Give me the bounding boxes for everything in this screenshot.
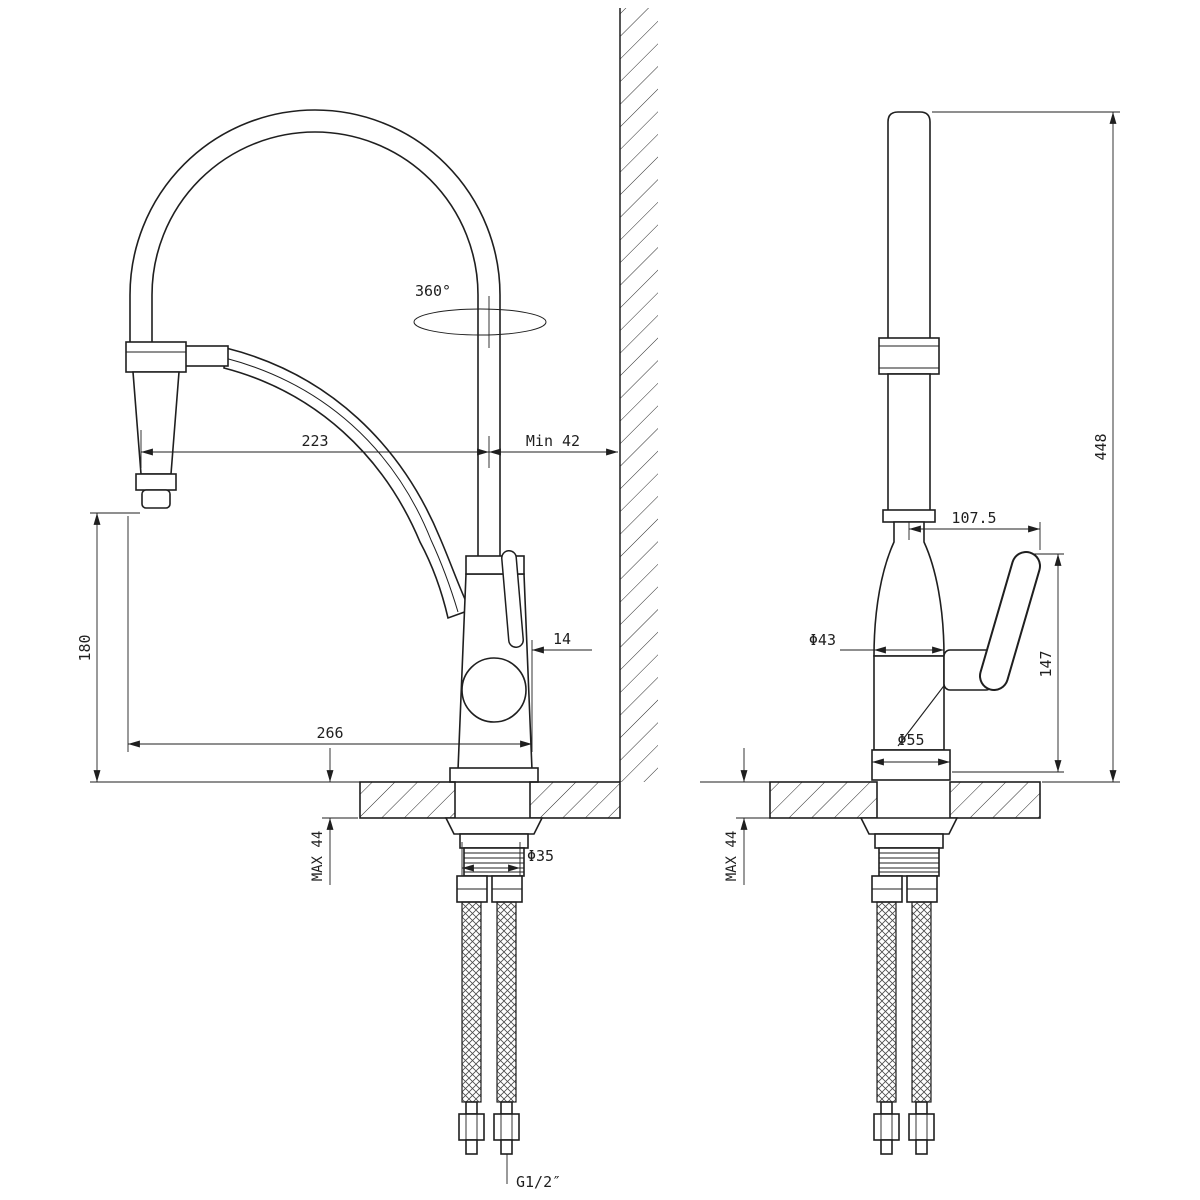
hose-end-nut	[458, 1113, 485, 1141]
handle-joint-sphere	[461, 657, 527, 723]
handle-reach-label: 107.5	[951, 509, 996, 527]
spout-lower-column	[887, 373, 931, 515]
rotation-label: 360°	[415, 282, 451, 300]
dimension-overall-height: 448	[932, 111, 1120, 783]
braided-hose	[496, 901, 517, 1103]
hose-neck	[465, 1101, 478, 1115]
body-cone	[873, 521, 945, 657]
body-offset-label: 14	[553, 630, 571, 648]
spray-head-nozzle	[135, 473, 177, 491]
base-flange-front	[871, 749, 951, 781]
dimension-spout-height: 180	[76, 512, 360, 783]
spray-head-collar	[125, 341, 187, 373]
dimension-min-wall: Min 42	[489, 432, 618, 456]
front-view	[769, 111, 1041, 1155]
dimension-spout-reach: 223	[140, 430, 490, 468]
hose-end-tip	[465, 1139, 478, 1155]
dimension-deck-max-side: MAX 44	[310, 748, 358, 885]
spout-reach-label: 223	[301, 432, 328, 450]
hose-end-tip	[915, 1139, 928, 1155]
spout-upper-column	[887, 111, 931, 351]
dimension-base-dia: Φ55	[872, 731, 950, 766]
braided-hose	[876, 901, 897, 1103]
spout-ring	[882, 509, 936, 523]
spout-collar	[878, 337, 940, 375]
front-under-counter	[859, 817, 959, 1155]
hose-end-nut	[908, 1113, 935, 1141]
handle-lever-front	[981, 553, 1039, 689]
mounting-washer	[874, 833, 944, 849]
hose-neck	[915, 1101, 928, 1115]
mounting-plate	[444, 817, 544, 835]
counter-slab-right	[949, 781, 1041, 819]
overall-height-label: 448	[1092, 433, 1110, 460]
deck-max-side-label: MAX 44	[310, 831, 326, 882]
overall-reach-label: 266	[316, 724, 343, 742]
hose-end-tip	[500, 1139, 513, 1155]
side-pullout-hose	[223, 346, 472, 620]
body-cylinder	[873, 655, 945, 751]
dimension-thread: G1/2″	[506, 1154, 561, 1191]
spray-head-body	[132, 371, 180, 475]
hose-end-tip	[880, 1139, 893, 1155]
hole-dia-label: Φ35	[527, 847, 554, 865]
braided-hose	[461, 901, 482, 1103]
spout-height-label: 180	[76, 634, 94, 661]
hose-neck	[880, 1101, 893, 1115]
front-body	[871, 521, 1041, 781]
dimensions: 360° 223 Min 42 180 14	[76, 111, 1120, 1191]
side-spout-arc	[129, 109, 501, 558]
dimension-body-offset: 14	[531, 630, 592, 752]
braided-hose	[911, 901, 932, 1103]
counter-slab-left	[769, 781, 878, 819]
spray-head-tip	[141, 489, 171, 509]
spray-head-bracket	[183, 345, 229, 367]
base-dia-label: Φ55	[897, 731, 924, 749]
counter-slab-left	[359, 781, 456, 819]
rotation-indicator	[413, 296, 547, 348]
dimension-body-dia: Φ43	[809, 631, 944, 654]
front-countertop	[769, 781, 1041, 819]
dimension-overall-reach: 266	[127, 516, 532, 752]
base-flange-side	[449, 767, 539, 783]
side-body	[449, 550, 539, 783]
hose-end-nut	[873, 1113, 900, 1141]
dimension-handle-height: 147	[952, 553, 1064, 773]
handle-height-label: 147	[1037, 650, 1055, 677]
dimension-hole-dia: Φ35	[461, 842, 554, 876]
rotation-ellipse	[413, 308, 547, 336]
dimension-rotation: 360°	[415, 282, 451, 300]
body-dia-label: Φ43	[809, 631, 836, 649]
handle-lever-side	[502, 551, 523, 647]
front-spout-column	[878, 111, 940, 523]
mounting-plate	[859, 817, 959, 835]
wall-hatch	[620, 8, 658, 782]
hose-end-nut	[493, 1113, 520, 1141]
dimension-handle-reach: 107.5	[908, 509, 1041, 550]
dimension-deck-max-front: MAX 44	[700, 748, 770, 885]
thread-label: G1/2″	[516, 1173, 561, 1191]
counter-slab-right	[529, 781, 621, 819]
min-wall-label: Min 42	[526, 432, 580, 450]
wall-section	[619, 8, 658, 782]
hose-neck	[500, 1101, 513, 1115]
mounting-washer	[459, 833, 529, 849]
side-view	[125, 109, 621, 1155]
side-countertop	[359, 781, 621, 819]
side-spray-head	[125, 341, 229, 509]
deck-max-front-label: MAX 44	[724, 831, 740, 882]
